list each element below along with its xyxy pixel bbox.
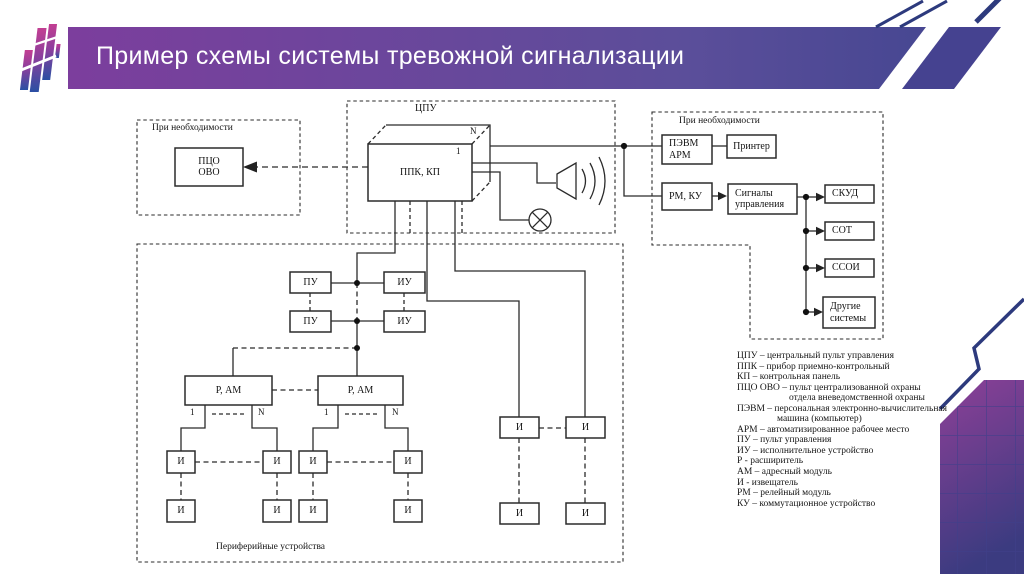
box-label-pu: ПУ <box>303 315 318 327</box>
box-pu-1 <box>289 271 332 294</box>
box-label-ppk: ППК, КП <box>399 166 440 178</box>
box-label-i: И <box>309 456 317 468</box>
box-label-signals: Сигналы управления <box>735 187 785 211</box>
container-peripheral <box>136 243 624 563</box>
box-signals <box>727 183 798 215</box>
box-label-i: И <box>404 505 412 517</box>
box-label-i: И <box>177 505 185 517</box>
box-label-other: Другие системы <box>830 301 867 324</box>
index-n: N <box>392 407 399 417</box>
legend-line: КП – контрольная панель <box>737 372 841 383</box>
box-label-i: И <box>273 456 281 468</box>
legend-line: ЦПУ – центральный пульт управления <box>737 351 894 361</box>
box-skud <box>824 184 875 204</box>
arrowhead-ssoi <box>816 263 825 273</box>
legend-line: ПЭВМ – персональная электронно-вычислите… <box>737 403 948 414</box>
label-cpu: ЦПУ <box>415 103 437 114</box>
i-dashed-links <box>180 427 586 503</box>
box-iu-1 <box>383 271 426 294</box>
legend-line: ПУ – пульт управления <box>737 435 832 446</box>
box-i <box>499 502 540 525</box>
arrowhead-sot <box>816 226 825 236</box>
box-label-pu: ПУ <box>303 276 318 288</box>
legend-line: АМ – адресный модуль <box>737 467 832 478</box>
box-label-rm-ku: РМ, КУ <box>669 190 703 202</box>
arrowhead-signals <box>718 191 727 201</box>
box-label-i: И <box>177 456 185 468</box>
box-label-i: И <box>404 456 412 468</box>
legend-line: КУ – коммутационное устройство <box>737 498 876 509</box>
legend-line: И - извещатель <box>737 477 798 488</box>
box-label-printer: Принтер <box>733 140 770 152</box>
box-label-i: И <box>581 507 590 519</box>
box-label-iu: ИУ <box>397 315 412 327</box>
box-label-i: И <box>273 505 281 517</box>
link-ppk-i6 <box>454 201 586 417</box>
box-rm-ku <box>661 182 713 211</box>
ram-right-outN <box>384 405 409 451</box>
box-label-pco-ovo: ПЦО ОВО <box>198 155 220 179</box>
box-label-i: И <box>581 421 590 433</box>
box-other-systems <box>822 296 876 329</box>
arrowhead-pco <box>243 161 257 173</box>
diagram <box>136 100 884 563</box>
ppk-dashed-stubs <box>409 201 463 233</box>
legend-line: ППК – прибор приемно-контрольный <box>737 361 890 372</box>
box-label-i: И <box>309 505 317 517</box>
legend-line: АРМ – автоматизированное рабочее место <box>737 424 910 435</box>
container-optional-right <box>651 111 884 340</box>
arrowhead-other <box>814 307 823 317</box>
box-label-ram: Р, АМ <box>215 384 242 396</box>
top-right-decoration <box>875 0 1002 29</box>
ram-left-outN <box>251 405 278 451</box>
box-printer <box>726 134 777 159</box>
link-ppk-i5 <box>426 201 520 417</box>
box-pevm-arm <box>661 134 713 165</box>
legend-line: ИУ – исполнительное устройство <box>737 445 874 456</box>
bottom-right-decoration <box>938 297 1024 574</box>
label-optional-left: При необходимости <box>152 123 233 133</box>
box-label-pevm-arm: ПЭВМ АРМ <box>669 138 699 161</box>
box-label-iu: ИУ <box>397 276 412 288</box>
legend-line: Р - расширитель <box>737 456 804 467</box>
legend-line: ПЦО ОВО – пульт централизованной охраны <box>737 382 921 393</box>
logo <box>15 24 61 92</box>
link-branch-rmku <box>623 146 662 197</box>
legend: ЦПУ – центральный пульт управления ППК –… <box>737 351 947 509</box>
box-sot <box>824 221 875 241</box>
junction-dots <box>354 142 810 351</box>
box-i <box>565 502 606 525</box>
index-1-cpu: 1 <box>456 146 461 156</box>
index-1: 1 <box>190 407 195 417</box>
box-ssoi <box>824 258 875 278</box>
index-n-cpu: N <box>470 126 477 136</box>
box-ppk-depth-edges <box>367 124 491 202</box>
index-n: N <box>258 407 265 417</box>
lamp-icon <box>472 171 552 232</box>
box-label-i: И <box>515 421 524 433</box>
ram-left-out1 <box>180 405 206 451</box>
title-bar <box>68 27 1001 89</box>
legend-line: отдела вневедомственной охраны <box>789 393 925 404</box>
arrowhead-skud <box>816 192 825 202</box>
container-optional-left <box>136 119 301 216</box>
box-label-skud: СКУД <box>832 188 859 200</box>
box-label-i: И <box>515 507 524 519</box>
legend-line: РМ – релейный модуль <box>737 488 831 499</box>
link-signals-bus <box>797 196 807 312</box>
box-label-ram: Р, АМ <box>347 384 374 396</box>
box-label-sot: СОТ <box>832 225 852 237</box>
link-ppk-pu-bus <box>356 201 396 283</box>
label-peripheral: Периферийные устройства <box>216 542 326 552</box>
box-iu-2 <box>383 310 426 333</box>
legend-line: машина (компьютер) <box>777 414 862 425</box>
index-1: 1 <box>324 407 329 417</box>
box-pu-2 <box>289 310 332 333</box>
ram-right-out1 <box>312 405 339 451</box>
label-optional-right: При необходимости <box>679 116 760 126</box>
slide-title: Пример схемы системы тревожной сигнализа… <box>96 42 685 70</box>
speaker-icon <box>472 156 606 206</box>
box-label-ssoi: ССОИ <box>832 262 860 274</box>
